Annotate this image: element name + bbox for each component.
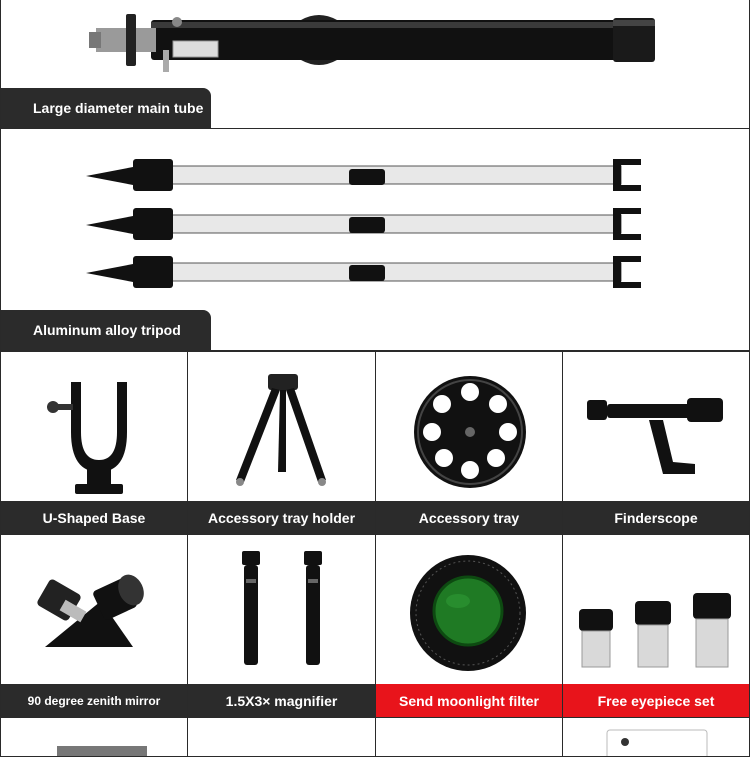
- accessory-tray-label: Accessory tray: [376, 501, 562, 534]
- moon-filter-icon: [410, 555, 526, 671]
- moon-filter-label: Send moonlight filter: [376, 684, 562, 717]
- finderscope-icon: [587, 398, 723, 474]
- zenith-mirror-icon: [37, 574, 144, 647]
- eyepiece-set-label: Free eyepiece set: [563, 684, 749, 717]
- grid-cell-partial-4: [562, 717, 750, 757]
- tray-holder-label: Accessory tray holder: [188, 501, 375, 534]
- tripod-label: Aluminum alloy tripod: [1, 310, 211, 350]
- zenith-mirror-label: 90 degree zenith mirror: [1, 684, 187, 717]
- tray-holder-icon: [236, 374, 326, 486]
- magnifier-icon: [242, 551, 322, 665]
- grid-cell-accessory-tray: Accessory tray: [375, 351, 563, 535]
- u-shaped-base-label: U-Shaped Base: [1, 501, 187, 534]
- grid-cell-partial-3: [375, 717, 563, 757]
- grid-cell-partial-2: [187, 717, 376, 757]
- magnifier-label: 1.5X3× magnifier: [188, 684, 375, 717]
- accessory-tray-icon: [414, 376, 526, 488]
- grid-cell-partial-1: [0, 717, 188, 757]
- grid-cell-tray-holder: Accessory tray holder: [187, 351, 376, 535]
- grid-cell-zenith-mirror: 90 degree zenith mirror: [0, 534, 188, 718]
- finderscope-label: Finderscope: [563, 501, 749, 534]
- main-tube-panel: Large diameter main tube: [0, 0, 750, 129]
- grid-cell-eyepiece-set: Free eyepiece set: [562, 534, 750, 718]
- grid-cell-magnifier: 1.5X3× magnifier: [187, 534, 376, 718]
- eyepiece-set-icon: [579, 593, 731, 668]
- main-tube-label: Large diameter main tube: [1, 88, 211, 128]
- partial-item-icon-2: [606, 729, 708, 756]
- grid-cell-moon-filter: Send moonlight filter: [375, 534, 563, 718]
- tripod-panel: Aluminum alloy tripod: [0, 128, 750, 351]
- u-shaped-base-icon: [47, 382, 127, 494]
- grid-cell-u-shaped-base: U-Shaped Base: [0, 351, 188, 535]
- tripod-legs-icon: [86, 159, 641, 288]
- partial-item-icon: [57, 746, 147, 756]
- grid-cell-finderscope: Finderscope: [562, 351, 750, 535]
- telescope-tube-icon: [89, 14, 655, 72]
